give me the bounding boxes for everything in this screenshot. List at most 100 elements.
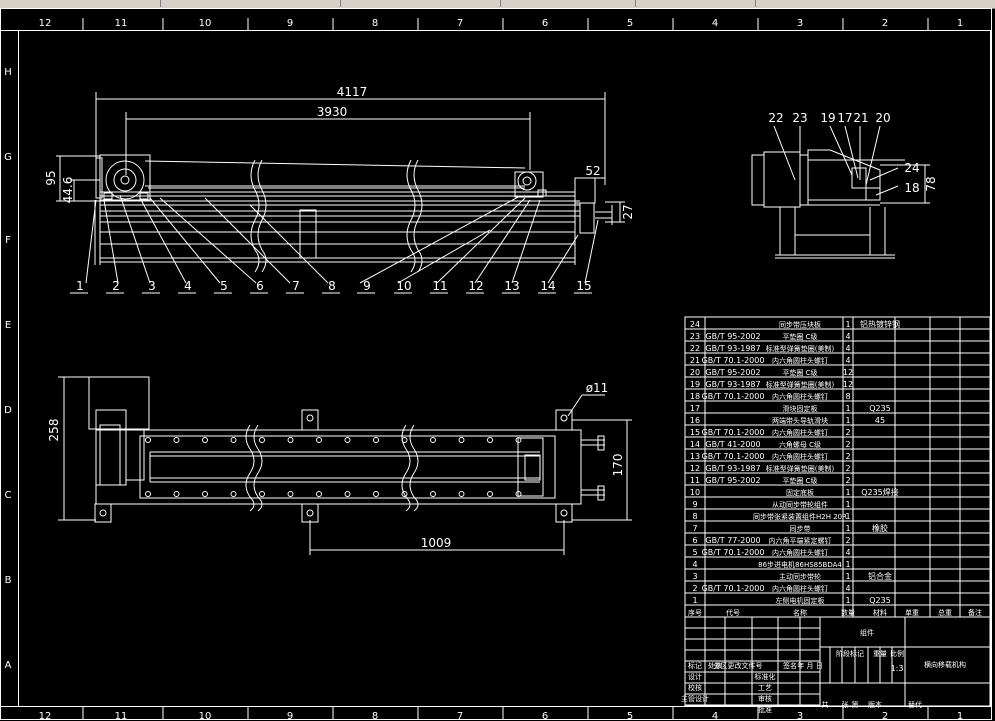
plan-view[interactable]: [58, 376, 632, 555]
bom-row-no: 3: [692, 572, 697, 581]
grid-column-label: 4: [712, 711, 718, 721]
bom-row-name: 标准型弹簧垫圈(美制): [766, 344, 835, 353]
bom-row-name: 同步带: [790, 525, 811, 533]
grid-column-label: 1: [957, 18, 963, 29]
bom-row-qty: 1: [845, 488, 850, 497]
title-standard: 标准化: [755, 672, 776, 681]
title-version: 版本: [868, 700, 882, 709]
part-balloon: 13: [504, 279, 519, 293]
title-sheets: 张: [842, 700, 849, 709]
bom-row-name: 标准型弹簧垫圈(美制): [766, 464, 835, 473]
grid-row-label: F: [5, 235, 11, 246]
bom-row-name: 内六角圆柱头螺钉: [772, 392, 828, 401]
toolbar-segment[interactable]: [160, 0, 341, 7]
bom-row-code: GB/T 70.1-2000: [702, 452, 765, 461]
part-balloon: 8: [328, 279, 336, 293]
bom-row-qty: 4: [845, 356, 850, 365]
bom-row-no: 6: [692, 536, 697, 545]
bom-row-no: 10: [690, 488, 700, 497]
bom-row-name: 六角螺母 C级: [779, 440, 821, 449]
grid-column-label: 2: [882, 711, 888, 721]
drawing-name: 横向移载机构: [924, 660, 966, 669]
bom-row-no: 9: [692, 500, 697, 509]
bom-header-name: 名称: [793, 608, 807, 617]
dim-258: 258: [47, 419, 61, 442]
bom-row-qty: 2: [845, 428, 850, 437]
plan-view-bolt-holes: [145, 437, 522, 497]
bom-row-no: 4: [692, 560, 697, 569]
toolbar-segment[interactable]: [340, 0, 501, 7]
grid-row-label: A: [5, 660, 12, 671]
title-mark: 标记: [688, 661, 702, 670]
bom-row-code: GB/T 95-2002: [705, 476, 760, 485]
bom-row-name: 86步进电机86HS85BDA4: [758, 560, 842, 569]
bom-row-qty: 4: [845, 548, 850, 557]
grid-column-label: 12: [39, 18, 52, 29]
part-balloon: 17: [837, 111, 852, 125]
grid-column-label: 2: [882, 18, 888, 29]
front-view[interactable]: [56, 92, 625, 284]
bom-row-qty: 4: [845, 344, 850, 353]
dim-170: 170: [611, 454, 625, 477]
bom-row-qty: 1: [845, 560, 850, 569]
bom-row-name: 滑块固定板: [783, 404, 818, 413]
grid-column-label: 5: [627, 18, 633, 29]
grid-column-label: 6: [542, 18, 548, 29]
grid-column-label: 10: [199, 18, 212, 29]
dim-52: 52: [585, 164, 600, 178]
part-balloon: 19: [820, 111, 835, 125]
bom-row-no: 2: [692, 584, 697, 593]
bom-row-no: 8: [692, 512, 697, 521]
bom-row-name: 固定底板: [786, 488, 814, 497]
bom-row-no: 7: [692, 524, 697, 533]
title-stage-mark: 阶段标记: [836, 649, 864, 658]
bom-row-code: GB/T 70.1-2000: [702, 548, 765, 557]
title-date: 年 月 日: [797, 661, 822, 670]
bom-row-qty: 2: [845, 440, 850, 449]
part-balloon: 18: [904, 181, 919, 195]
bom-row-no: 20: [690, 368, 700, 377]
dim-27: 27: [621, 204, 635, 219]
bom-row-qty: 2: [845, 476, 850, 485]
bom-row-no: 14: [690, 440, 700, 449]
grid-column-label: 6: [542, 711, 548, 721]
bom-row-material: 铝合金: [868, 571, 892, 581]
part-balloon: 20: [875, 111, 890, 125]
title-block[interactable]: 组件横向移载机构标记处数分区更改文件号签名年 月 日设计标准化校核工艺主管设计审…: [681, 616, 991, 714]
title-check: 校核: [688, 683, 702, 692]
bom-row-material: 铝热镀锌钢: [860, 319, 900, 329]
bom-row-name: 平垫圈 C级: [782, 332, 817, 341]
bom-row-no: 21: [690, 356, 700, 365]
outer-frame: [0, 8, 992, 720]
title-sheet-total: 共: [822, 700, 829, 709]
toolbar-segment[interactable]: [635, 0, 756, 7]
side-view[interactable]: [751, 125, 930, 259]
assembly-label: 组件: [860, 628, 874, 637]
bom-row-material: Q235: [869, 596, 891, 605]
toolbar-segment[interactable]: [0, 0, 161, 7]
bom-row-code: GB/T 93-1987: [705, 464, 760, 473]
dim-78: 78: [924, 176, 938, 191]
bom-row-name: 内六角圆柱头螺钉: [772, 452, 828, 461]
bom-row-code: GB/T 95-2002: [705, 368, 760, 377]
part-balloon: 2: [112, 279, 120, 293]
grid-row-label: E: [5, 320, 11, 331]
bom-row-name: 标准型弹簧垫圈(美制): [766, 380, 835, 389]
part-balloon: 21: [853, 111, 868, 125]
toolbar-segment[interactable]: [500, 0, 636, 7]
grid-column-label: 11: [115, 18, 128, 29]
title-review: 审核: [758, 694, 772, 703]
bom-row-no: 24: [690, 320, 700, 329]
grid-column-label: 10: [199, 711, 212, 721]
bom-row-qty: 2: [845, 464, 850, 473]
part-balloon: 12: [468, 279, 483, 293]
bom-row-no: 11: [690, 476, 700, 485]
bom-row-no: 22: [690, 344, 700, 353]
bom-row-name: 同步带张紧装置组件H2H 20R: [753, 512, 847, 521]
bom-row-qty: 12: [843, 380, 853, 389]
